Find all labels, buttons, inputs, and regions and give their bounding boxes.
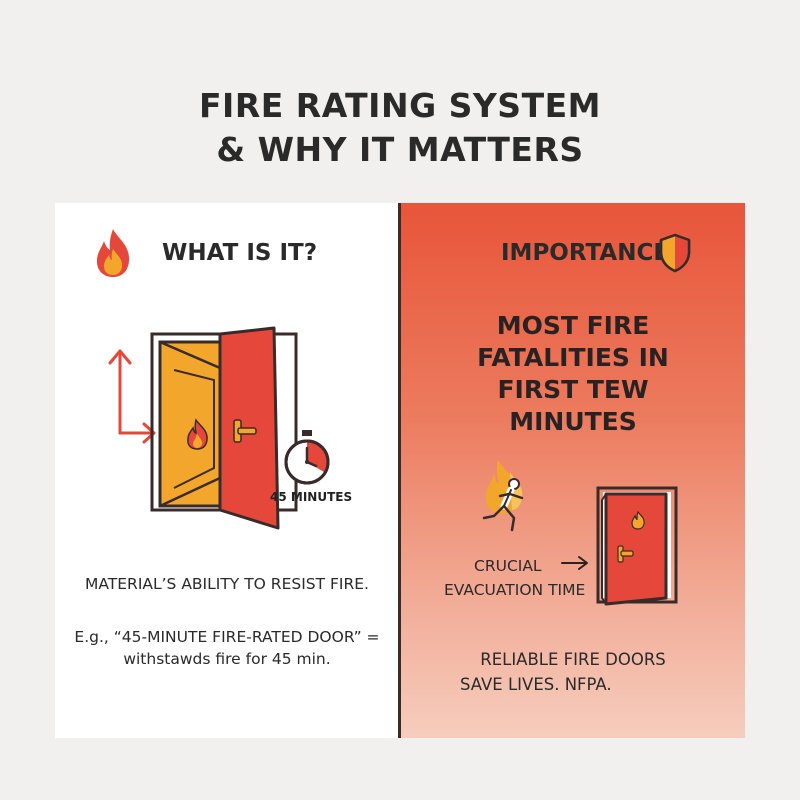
running-person-icon	[482, 460, 524, 532]
panel-divider	[398, 203, 401, 738]
importance-heading: IMPORTANCE	[501, 240, 670, 266]
evac-line-1: CRUCIAL	[474, 557, 542, 575]
what-is-it-heading: WHAT IS IT?	[162, 240, 318, 266]
arrow-icon	[108, 349, 156, 444]
definition-text: MATERIAL’S ABILITY TO RESIST FIRE.	[85, 575, 369, 593]
right-panel	[401, 203, 745, 738]
footer-line-1: RELIABLE FIRE DOORS	[480, 650, 666, 669]
door-icon	[596, 486, 678, 606]
timer-label: 45 MINUTES	[270, 490, 353, 504]
fatality-statement: MOST FIRE FATALITIES IN FIRST TEW MINUTE…	[401, 310, 745, 438]
door-icon	[150, 326, 298, 530]
stat-line-4: MINUTES	[509, 407, 637, 436]
page-title: FIRE RATING SYSTEM & WHY IT MATTERS	[0, 84, 800, 172]
arrow-right-icon	[561, 556, 588, 570]
stat-line-3: FIRST TEW	[497, 375, 649, 404]
shield-icon	[659, 233, 691, 273]
flame-icon	[96, 229, 130, 277]
example-line-1: E.g., “45-MINUTE FIRE-RATED DOOR” =	[74, 628, 380, 646]
title-line-2: & WHY IT MATTERS	[216, 130, 584, 169]
title-line-1: FIRE RATING SYSTEM	[199, 86, 601, 125]
evac-line-2: EVACUATION TIME	[444, 581, 586, 599]
stat-line-2: FATALITIES IN	[477, 343, 669, 372]
stopwatch-icon	[284, 430, 330, 485]
footer-line-2: SAVE LIVES. NFPA.	[460, 675, 612, 694]
example-line-2: withstawds fire for 45 min.	[123, 650, 331, 668]
stat-line-1: MOST FIRE	[496, 311, 650, 340]
